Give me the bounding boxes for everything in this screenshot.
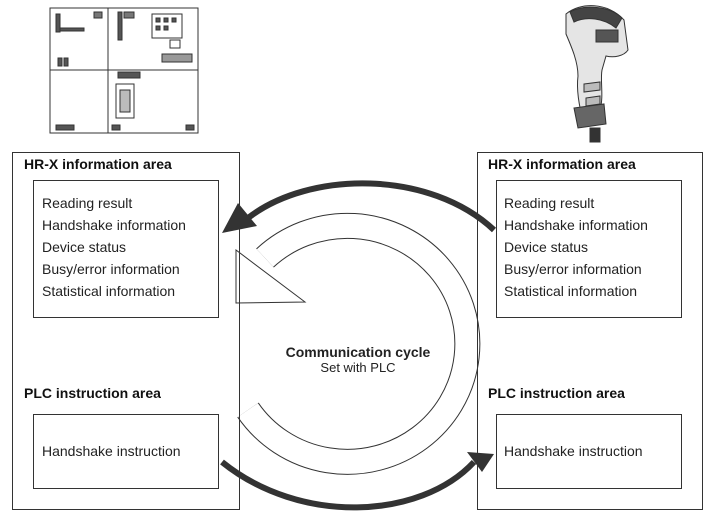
right-panel xyxy=(477,152,703,510)
right-info-item: Statistical information xyxy=(504,283,638,299)
left-info-heading: HR-X information area xyxy=(24,156,172,172)
communication-cycle-label: Communication cycle Set with PLC xyxy=(270,344,446,375)
right-plc-box: Handshake instruction xyxy=(496,414,682,489)
right-info-item: Handshake information xyxy=(504,217,648,233)
left-info-box: Reading result Handshake information Dev… xyxy=(33,180,219,318)
plc-module-icon xyxy=(49,7,199,134)
left-panel xyxy=(12,152,240,510)
bottom-data-arrow xyxy=(220,452,494,511)
right-info-item: Reading result xyxy=(504,195,595,211)
right-info-item: Busy/error information xyxy=(504,261,642,277)
right-info-item: Device status xyxy=(504,239,589,255)
right-info-box: Reading result Handshake information Dev… xyxy=(496,180,682,318)
left-info-item: Device status xyxy=(42,239,127,255)
cycle-title: Communication cycle xyxy=(285,344,431,360)
left-info-item: Handshake information xyxy=(42,217,186,233)
left-info-item: Statistical information xyxy=(42,283,176,299)
barcode-scanner-icon xyxy=(565,5,629,143)
left-plc-item: Handshake instruction xyxy=(42,443,181,459)
left-info-item: Busy/error information xyxy=(42,261,180,277)
right-plc-item: Handshake instruction xyxy=(504,443,643,459)
left-plc-box: Handshake instruction xyxy=(33,414,219,489)
left-info-item: Reading result xyxy=(42,195,133,211)
right-info-heading: HR-X information area xyxy=(488,156,636,172)
cycle-arrow-outline xyxy=(235,212,481,475)
left-plc-heading: PLC instruction area xyxy=(24,385,161,401)
right-plc-heading: PLC instruction area xyxy=(488,385,625,401)
cycle-subtitle: Set with PLC xyxy=(320,360,396,375)
